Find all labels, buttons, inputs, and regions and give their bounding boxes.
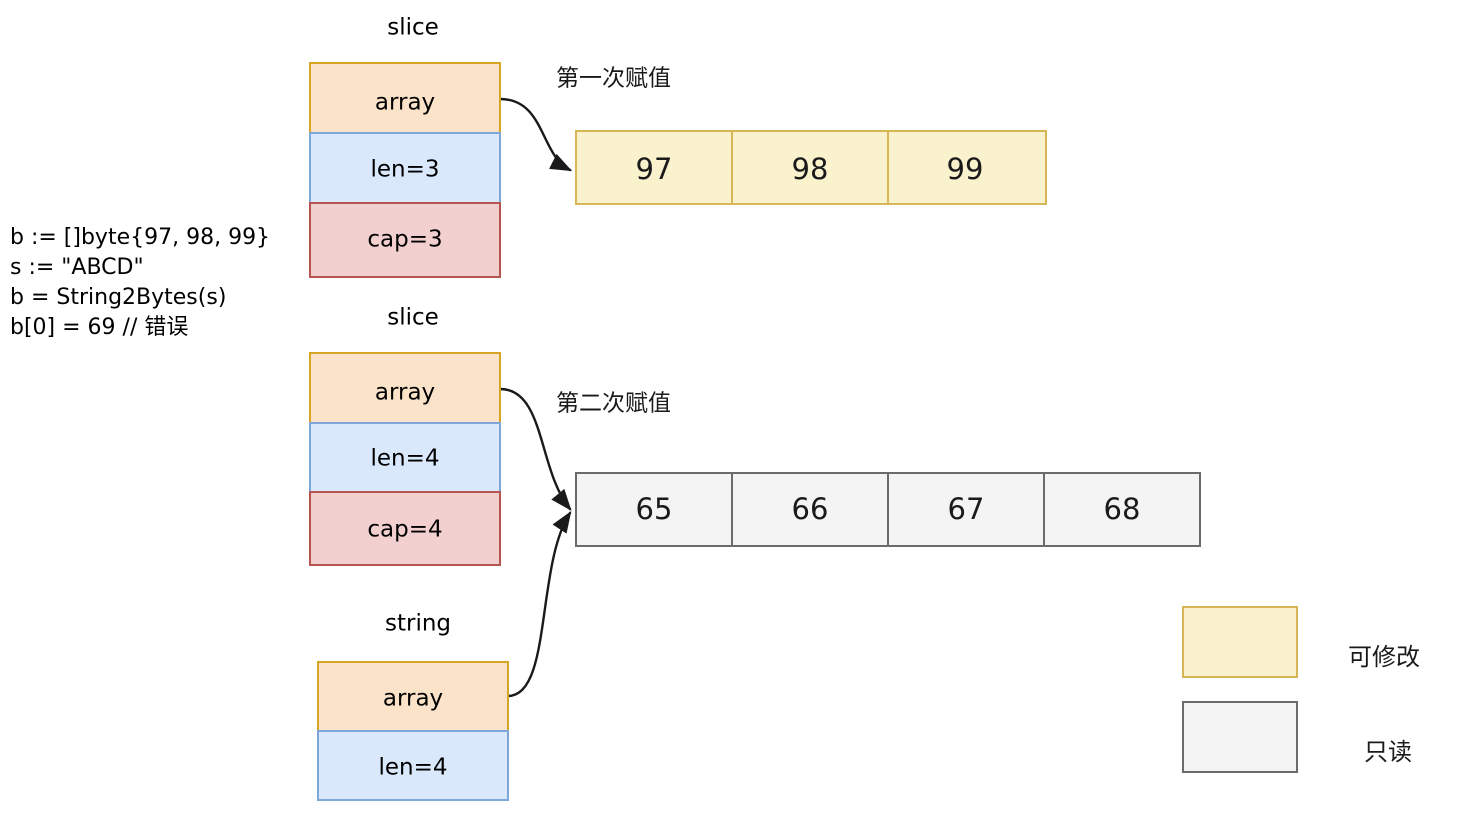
struct-row-cap: cap=3 <box>309 202 501 278</box>
struct-row-label: array <box>375 380 435 406</box>
struct-row-label: len=3 <box>370 157 439 183</box>
byte-cell-value: 68 <box>1104 492 1141 526</box>
byte-cell-value: 65 <box>636 492 673 526</box>
struct-row-label: cap=3 <box>367 227 442 253</box>
byte-cell: 97 <box>575 130 733 205</box>
byte-cell: 65 <box>575 472 733 547</box>
struct-row-len: len=3 <box>309 132 501 204</box>
byte-cell-value: 67 <box>948 492 985 526</box>
struct-row-array: array <box>309 352 501 424</box>
struct-row-label: array <box>383 686 443 712</box>
code-line-1: b := []byte{97, 98, 99} <box>10 225 270 250</box>
struct-row-len: len=4 <box>309 422 501 493</box>
byte-cell-value: 97 <box>636 152 673 186</box>
struct-slice-first: slice array len=3 cap=3 <box>309 15 501 278</box>
legend-swatch-readonly <box>1182 701 1298 773</box>
byte-cell-value: 66 <box>792 492 829 526</box>
code-line-2: s := "ABCD" <box>10 255 144 280</box>
struct-row-cap: cap=4 <box>309 491 501 566</box>
byte-cell: 99 <box>887 130 1047 205</box>
struct-row-array: array <box>317 661 509 732</box>
code-line-4: b[0] = 69 // 错误 <box>10 315 188 340</box>
struct-row-label: len=4 <box>378 755 447 781</box>
struct-row-label: array <box>375 90 435 116</box>
byte-array-gray: 65 66 67 68 <box>575 472 1201 547</box>
code-line-3: b = String2Bytes(s) <box>10 285 226 310</box>
struct-row-array: array <box>309 62 501 134</box>
struct-slice-second: slice array len=4 cap=4 <box>309 305 501 566</box>
legend-item-readonly: 只读 <box>1182 701 1412 773</box>
legend-label-writable: 可修改 <box>1348 643 1420 671</box>
byte-cell: 98 <box>731 130 889 205</box>
code-block: b := []byte{97, 98, 99} s := "ABCD" b = … <box>10 225 270 340</box>
legend-swatch-writable <box>1182 606 1298 678</box>
byte-cell: 68 <box>1043 472 1201 547</box>
byte-cell-value: 98 <box>792 152 829 186</box>
annotation-second-assign: 第二次赋值 <box>556 391 671 417</box>
struct-row-label: cap=4 <box>367 517 442 543</box>
legend: 可修改 只读 <box>1182 606 1420 773</box>
struct-title-slice-first: slice <box>387 15 439 41</box>
annotation-first-assign: 第一次赋值 <box>556 66 671 92</box>
arrow-slice1-to-yellow-array <box>498 97 573 172</box>
byte-cell-value: 99 <box>947 152 984 186</box>
arrow-slice2-to-gray-array <box>498 387 572 511</box>
arrow-string-to-gray-array <box>506 510 572 698</box>
legend-item-writable: 可修改 <box>1182 606 1420 678</box>
legend-label-readonly: 只读 <box>1364 738 1412 766</box>
byte-cell: 67 <box>887 472 1045 547</box>
struct-row-len: len=4 <box>317 730 509 801</box>
struct-title-slice-second: slice <box>387 305 439 331</box>
byte-cell: 66 <box>731 472 889 547</box>
struct-string: string array len=4 <box>317 611 509 801</box>
struct-row-label: len=4 <box>370 446 439 472</box>
byte-array-yellow: 97 98 99 <box>575 130 1047 205</box>
struct-title-string: string <box>385 611 451 637</box>
